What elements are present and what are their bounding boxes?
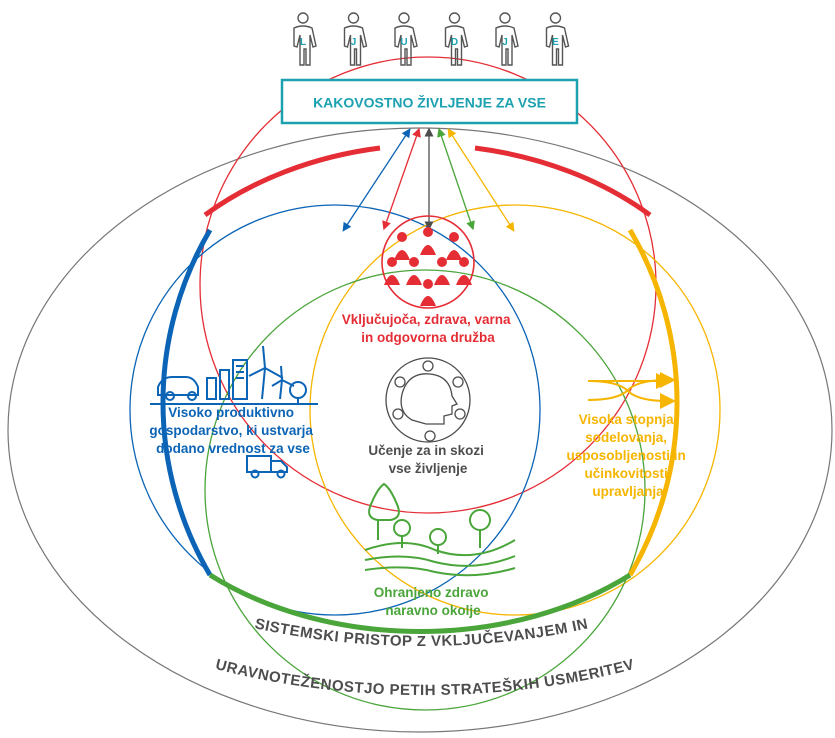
intersecting-arrows-icon (587, 372, 676, 409)
arrow-yellow (447, 128, 515, 232)
learning-label: Učenje za in skozi vse življenje (368, 443, 487, 476)
person-icon: U (394, 12, 418, 66)
society-label: Vključujoča, zdrava, varna in odgovorna … (342, 312, 515, 345)
top-box-text: KAKOVOSTNO ŽIVLJENJE ZA VSE (313, 94, 546, 111)
governance-thick-arc (627, 228, 680, 577)
person-icon: D (444, 12, 469, 66)
arrow-green (437, 127, 475, 231)
person-icon: J (495, 12, 519, 66)
governance-thin-circle (309, 204, 721, 616)
environment-thick-arc (208, 572, 632, 634)
society-thick-arc (203, 145, 652, 218)
arrow-red (382, 127, 421, 231)
person-letter: L (300, 37, 306, 48)
economy-label: Visoko produktivno gospodarstvo, ki ustv… (149, 405, 316, 456)
person-letter: U (400, 37, 407, 48)
person-letter: J (502, 37, 508, 48)
head-icon (385, 357, 471, 443)
person-icon: J (343, 12, 368, 66)
top-box (280, 78, 579, 125)
bottom-curved-text-line2: URAVNOTEŽENOSTJO PETIH STRATEŠKIH USMERI… (214, 656, 636, 699)
truck-icon (246, 455, 288, 479)
people-group-icon (381, 215, 475, 309)
person-icon: E (545, 12, 570, 66)
environment-thin-circle (204, 269, 646, 711)
person-icon: L (293, 12, 317, 66)
person-letter: E (552, 37, 559, 48)
person-letter: J (351, 37, 357, 48)
environment-label: Ohranjeno zdravo naravno okolje (374, 585, 493, 618)
person-letter: D (451, 37, 458, 48)
governance-label: Visoka stopnja sodelovanja, usposobljeno… (566, 412, 689, 499)
city-industry-icon (150, 345, 318, 405)
economy-thin-circle (129, 204, 541, 616)
trees-landscape-icon (364, 482, 516, 577)
economy-thick-arc (160, 228, 213, 577)
